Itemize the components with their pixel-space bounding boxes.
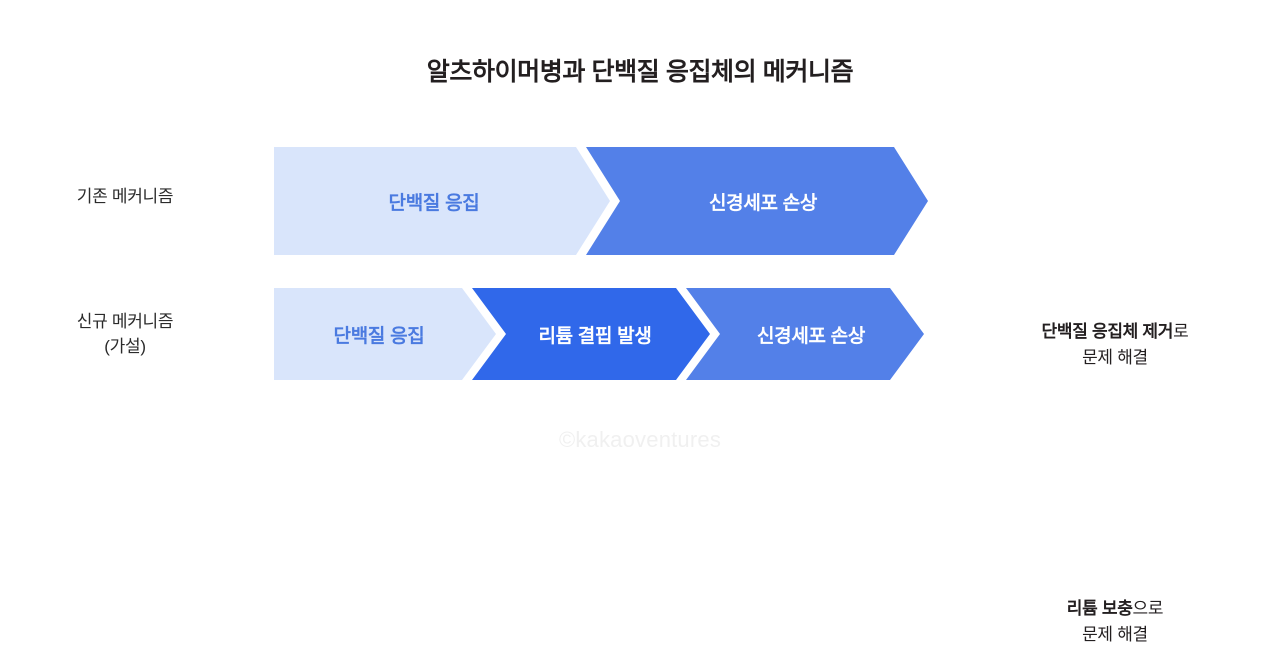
flow-row-existing-mechanism: 기존 메커니즘 단백질 응집 신경세포 손상 단백질 응집체 제거로 문제 해결 <box>0 147 1280 367</box>
chevron-step-label: 신경세포 손상 <box>708 192 818 214</box>
row-label-new-mechanism: 신규 메커니즘 (가설) <box>0 310 250 359</box>
annotation-tail-text: 으로 <box>1132 599 1164 618</box>
annotation-tail-text: 로 <box>1173 322 1189 341</box>
chevron-step-neuron-damage[interactable]: 신경세포 손상 <box>686 288 924 380</box>
page-title: 알츠하이머병과 단백질 응집체의 메커니즘 <box>426 58 854 86</box>
chevron-step-label: 단백질 응집 <box>388 192 480 214</box>
chevron-step-protein-aggregation[interactable]: 단백질 응집 <box>274 288 496 380</box>
annotation-bold-text: 단백질 응집체 제거 <box>1041 322 1174 341</box>
watermark: ©kakaoventures <box>558 427 722 452</box>
annotation-bold-text: 리튬 보충 <box>1066 599 1133 618</box>
chevron-step-lithium-deficiency[interactable]: 리튬 결핍 발생 <box>472 288 710 380</box>
row-label-existing-mechanism: 기존 메커니즘 <box>76 187 174 206</box>
annotation-new-mechanism: 리튬 보충으로 문제 해결 <box>955 596 1275 648</box>
annotation-second-line: 문제 해결 <box>1082 624 1148 644</box>
annotation-second-line: 문제 해결 <box>1082 347 1148 367</box>
annotation-existing-mechanism: 단백질 응집체 제거로 문제 해결 <box>955 319 1275 371</box>
flow-row-new-mechanism: 신규 메커니즘 (가설) 단백질 응집 리튬 결핍 발생 신경세포 손상 리튬 … <box>0 288 1280 644</box>
chevron-step-label: 단백질 응집 <box>333 325 425 347</box>
row-label-line1: 신규 메커니즘 <box>76 312 174 331</box>
chevron-track-existing: 단백질 응집 신경세포 손상 <box>274 147 928 255</box>
chevron-track-new: 단백질 응집 리튬 결핍 발생 신경세포 손상 <box>274 288 924 380</box>
chevron-step-neuron-damage[interactable]: 신경세포 손상 <box>586 147 928 255</box>
chevron-step-label: 리튬 결핍 발생 <box>538 325 652 347</box>
chevron-step-protein-aggregation[interactable]: 단백질 응집 <box>274 147 610 255</box>
row-label-line2: (가설) <box>104 336 146 356</box>
chevron-step-label: 신경세포 손상 <box>756 325 866 347</box>
